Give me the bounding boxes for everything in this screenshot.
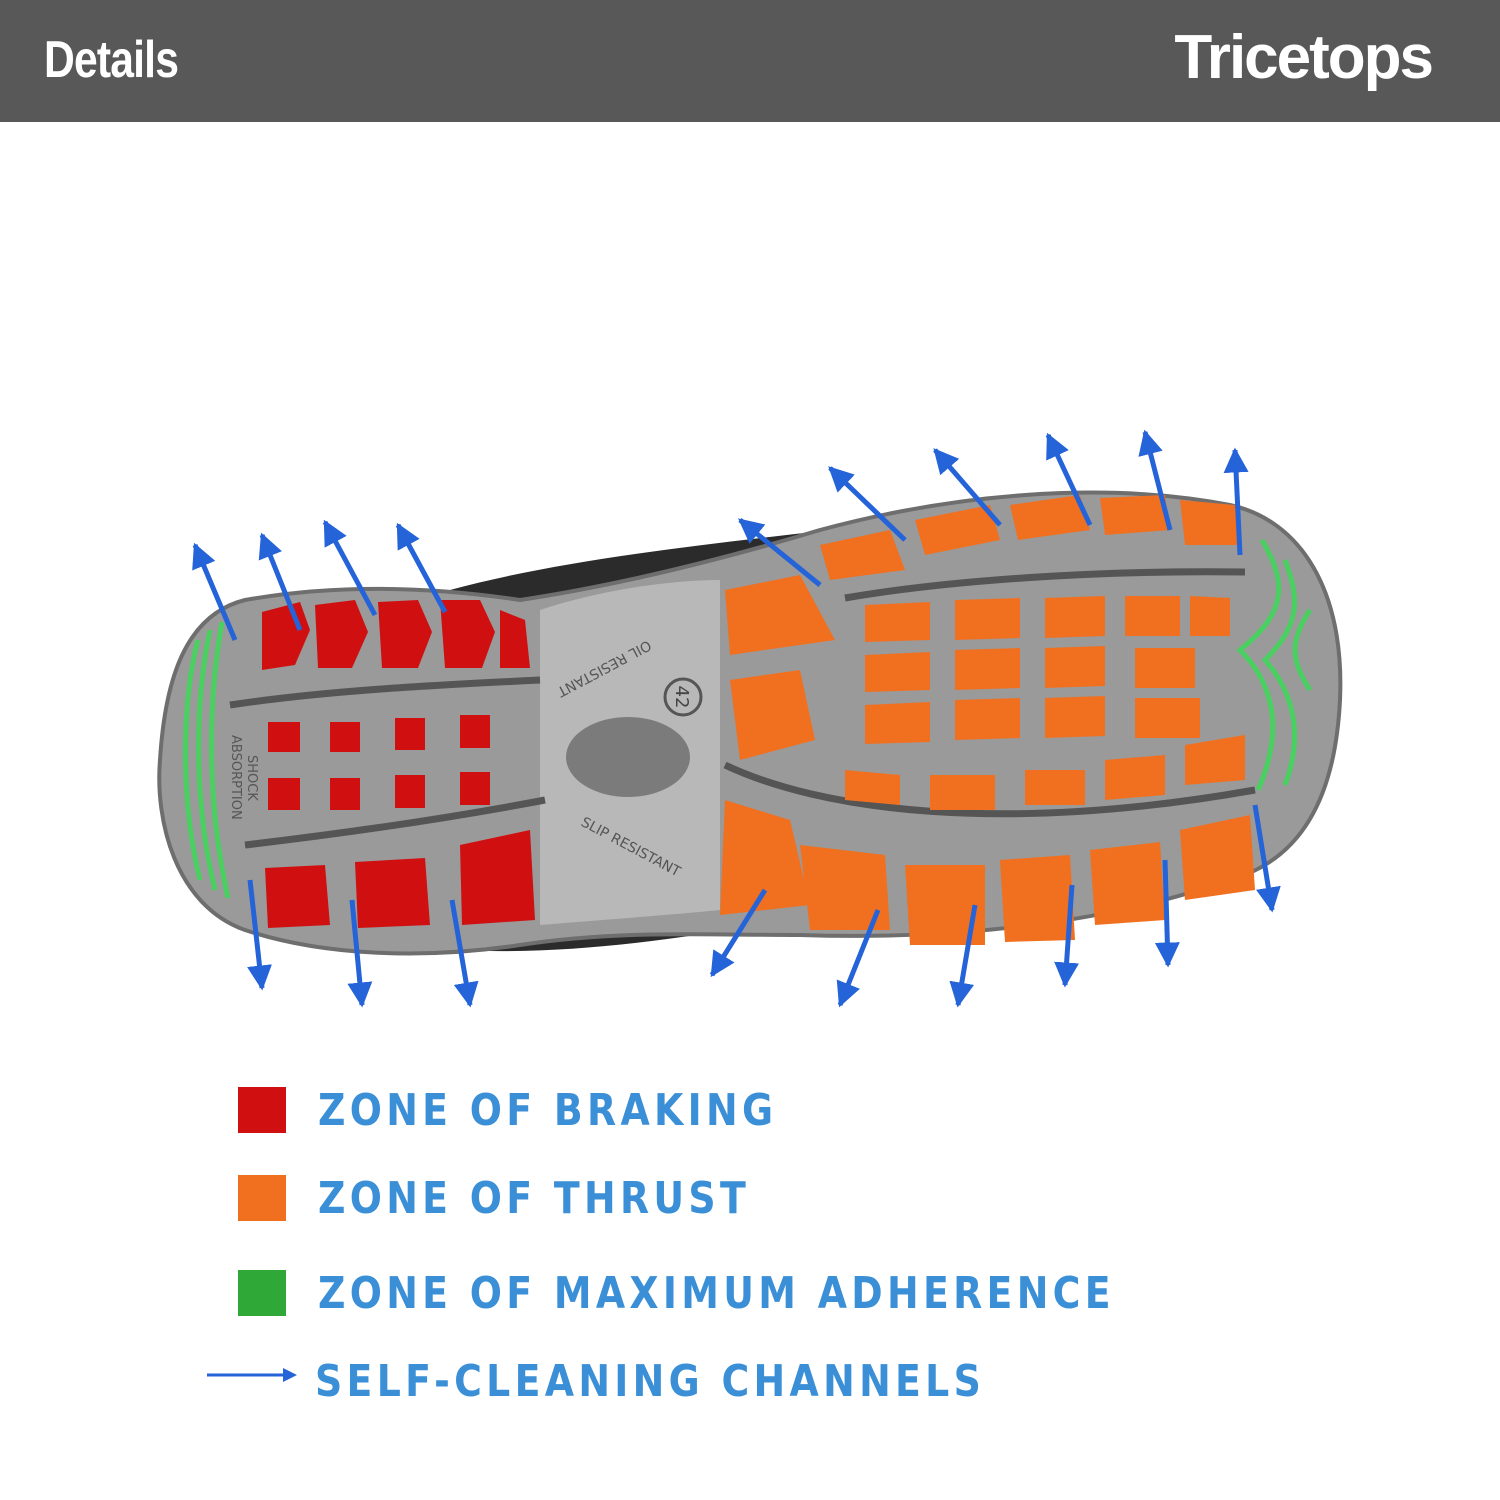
size-badge [663,677,703,717]
channel-arrow [347,899,373,1008]
size-text: 42 [671,686,692,709]
thrust-zone [720,495,1255,945]
header-bar: Details Tricetops [0,0,1500,122]
heel-groove [244,796,546,849]
channel-arrow [1138,429,1173,531]
legend-braking-label: ZONE OF BRAKING [318,1084,778,1136]
channel-arrow [709,888,768,978]
channel-arrows [192,429,1281,1008]
sole-diagram: 42 OIL RESISTANT SLIP RESISTANT SHOCK AB… [157,429,1343,1008]
channel-arrow [1054,884,1080,988]
legend-adherence: ZONE OF MAXIMUM ADHERENCE [238,1267,1245,1319]
channel-arrow [836,909,881,1008]
brand-logo: Tricetops [1174,23,1434,92]
legend-braking: ZONE OF BRAKING [238,1084,852,1136]
channel-arrow [933,448,1002,527]
page-title: Details [44,31,179,89]
absorption-text: ABSORPTION [228,735,243,820]
braking-zone [262,600,535,928]
channel-arrow [449,899,479,1008]
channel-arrow [1045,432,1093,527]
toe-groove [844,568,1246,602]
channel-arrow [1223,447,1249,556]
channel-arrow [247,879,272,991]
channel-arrow [322,519,378,617]
heel-groove [229,676,541,709]
channel-arrow [828,466,907,542]
legend-channels-label: SELF-CLEANING CHANNELS [315,1355,986,1407]
legend-adherence-label: ZONE OF MAXIMUM ADHERENCE [318,1267,1115,1319]
channel-arrow [258,532,303,631]
legend-channels: SELF-CLEANING CHANNELS [315,1355,1094,1407]
adherence-swatch [238,1270,286,1316]
adherence-zone-toe [1236,538,1313,792]
channel-arrow [738,518,822,587]
channel-arrow [192,542,238,641]
channel-arrow [395,522,448,614]
legend-thrust: ZONE OF THRUST [238,1172,820,1224]
arch-oval [566,717,690,797]
channel-arrow-icon [207,1368,297,1382]
channel-arrow [1252,804,1281,913]
channel-arrow [1154,859,1180,968]
toe-groove [723,761,1256,818]
thrust-swatch [238,1175,286,1221]
adherence-zone-heel [183,621,231,899]
channel-arrow [949,904,978,1008]
braking-swatch [238,1087,286,1133]
legend-thrust-label: ZONE OF THRUST [318,1172,751,1224]
shock-text: SHOCK [244,755,259,801]
